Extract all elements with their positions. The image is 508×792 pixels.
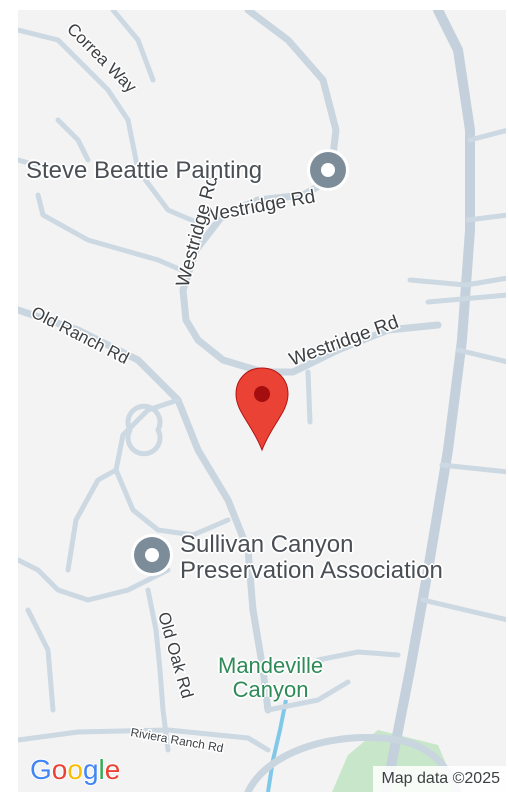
red-location-pin-icon[interactable] [235,367,289,452]
place-label-sullivan-canyon[interactable]: Sullivan Canyon Preservation Association [180,532,443,584]
logo-letter: G [30,754,52,785]
road [18,557,171,603]
road [125,403,163,457]
road [407,275,506,288]
road-label-westridge-lower: Westridge Rd [287,312,402,371]
old-oak-road [145,587,171,753]
google-logo[interactable]: Google [30,754,120,786]
map-layer: Correa Way Westridge Rd Westridge Rd Wes… [18,10,506,792]
logo-letter: o [67,754,83,785]
major-road [381,10,475,792]
road [55,117,91,163]
place-label-steve-beattie[interactable]: Steve Beattie Painting [26,157,263,184]
road [113,397,231,538]
park-label-mandeville-canyon[interactable]: Mandeville Canyon [218,654,323,702]
road [18,157,39,168]
road [25,607,56,713]
old-ranch-road [18,306,272,714]
logo-letter: o [51,754,68,785]
place-label-line: Preservation Association [180,557,443,584]
road [455,347,506,365]
road [265,679,351,713]
road [18,27,206,228]
riviera-ranch-road [18,727,271,753]
road-label-westridge-left: Westridge Rd [173,173,223,289]
road [420,597,506,623]
logo-letter: g [82,754,99,785]
road-label-old-ranch: Old Ranch Rd [28,303,132,368]
road [467,127,506,143]
park-label-line: Mandeville [218,653,324,678]
place-marker-icon[interactable] [130,533,174,577]
road [244,734,462,792]
logo-letter: l [98,754,105,785]
road [315,649,401,663]
road [35,192,189,275]
road [465,212,506,223]
road [439,462,506,475]
place-label-line: Sullivan Canyon [180,531,354,558]
map-attribution[interactable]: Map data ©2025 [373,766,506,792]
map-canvas[interactable]: Correa Way Westridge Rd Westridge Rd Wes… [18,10,506,792]
place-marker-icon[interactable] [306,148,350,192]
road [65,467,119,573]
westridge-road [179,10,442,376]
logo-letter: e [104,754,121,785]
road [305,369,313,425]
road [425,292,506,305]
stream [266,699,288,792]
road [110,10,156,83]
park-label-line: Canyon [232,677,309,702]
